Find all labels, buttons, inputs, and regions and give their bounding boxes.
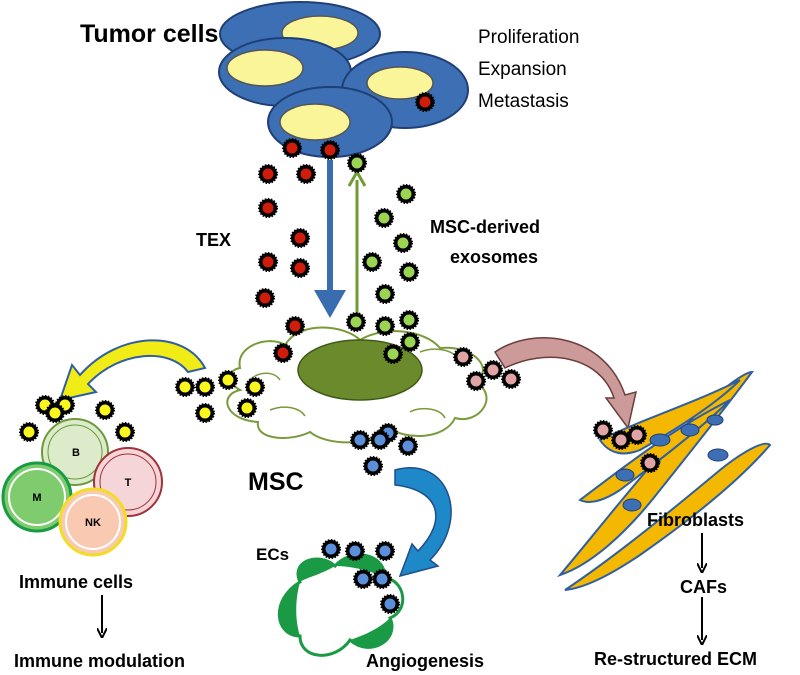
fibroblast-exosome [597, 424, 609, 436]
immune-exosome [199, 381, 211, 393]
tex-exosome [277, 347, 289, 359]
fibroblast-exosome [631, 429, 643, 441]
immune-label-m: M [32, 492, 41, 504]
ec-exosome [374, 434, 386, 446]
immune-cell-nk [58, 487, 128, 557]
tex-exosome [259, 292, 271, 304]
immune-cell-b [41, 418, 109, 486]
msc-exosome-arrow [347, 168, 367, 325]
immune-exosome [179, 381, 191, 393]
ec-exosome [325, 543, 337, 555]
angiogenesis-curved-arrow [394, 467, 452, 578]
msc-nucleus [297, 339, 423, 401]
immune-exosome [99, 404, 111, 416]
msc-exosome [366, 256, 378, 268]
restructured-ecm-label: Re-structured ECM [594, 649, 757, 669]
tex-label: TEX [196, 230, 231, 250]
msc-exosome [350, 316, 362, 328]
ec-exosome [349, 545, 361, 557]
fibroblast-exosome [470, 375, 482, 387]
ecs-label: ECs [256, 545, 289, 564]
fibroblast-exosome [487, 364, 499, 376]
ec-exosome [379, 545, 391, 557]
immune-cells-group: B T M NK [1, 418, 163, 557]
msc-exosome [404, 336, 416, 348]
fibroblasts-group [556, 370, 772, 591]
msc-exosome [403, 266, 415, 278]
msc-exosome [378, 212, 390, 224]
ec-exosome [376, 573, 388, 585]
tumor-cell-nucleus [226, 49, 304, 87]
msc-exosome [397, 237, 409, 249]
msc-exosome [400, 188, 412, 200]
tumor-cell-nucleus [279, 103, 351, 141]
immune-exosome [241, 402, 253, 414]
tex-exosome [262, 202, 274, 214]
msc-label: MSC [248, 468, 304, 496]
msc-exosome [379, 288, 391, 300]
fibroblast-exosome [457, 351, 469, 363]
tex-exosome [294, 262, 306, 274]
immune-exosome [23, 426, 35, 438]
cafs-label: CAFs [680, 577, 727, 597]
immune-label-nk: NK [85, 517, 101, 529]
msc-exosome [387, 348, 399, 360]
immune-label-b: B [72, 447, 80, 459]
proliferation-label: Proliferation [478, 27, 579, 48]
msc-exosome [379, 320, 391, 332]
tex-arrow [314, 160, 346, 318]
msc-exosome [351, 157, 363, 169]
immune-cells-label: Immune cells [19, 572, 133, 592]
tex-exosome [324, 144, 336, 156]
ec-exosome [367, 460, 379, 472]
fibroblast-exosome [644, 457, 656, 469]
tex-exosome [289, 320, 301, 332]
tumor-cell-nucleus [366, 66, 434, 100]
tex-exosome [419, 96, 431, 108]
fibroblasts-label: Fibroblasts [647, 510, 744, 530]
immune-exosome [49, 407, 61, 419]
tex-exosome [300, 168, 312, 180]
expansion-label: Expansion [478, 59, 567, 80]
fibroblast-cell [564, 442, 772, 591]
immune-label-t: T [125, 477, 132, 489]
msc-derived-label: MSC-derived [430, 217, 540, 237]
tex-exosome [286, 142, 298, 154]
fibroblast-exosome [615, 434, 627, 446]
msc-exosome [403, 314, 415, 326]
ec-exosome [354, 434, 366, 446]
metastasis-label: Metastasis [478, 91, 569, 112]
immune-exosome [199, 407, 211, 419]
immune-exosome [119, 426, 131, 438]
tex-exosome [262, 168, 274, 180]
exosomes-label: exosomes [450, 247, 538, 267]
fibroblast-exosome [505, 373, 517, 385]
tex-exosome [294, 232, 306, 244]
immune-exosome [222, 374, 234, 386]
tumor-cells-cluster [218, 1, 469, 158]
msc-cell [226, 326, 488, 444]
angiogenesis-label: Angiogenesis [366, 651, 484, 671]
ec-exosome [357, 573, 369, 585]
exosome-dots [19, 92, 660, 614]
immune-exosome [249, 381, 261, 393]
tex-exosome [262, 256, 274, 268]
tumor-cells-label: Tumor cells [80, 20, 218, 48]
ec-exosome [384, 598, 396, 610]
immune-modulation-label: Immune modulation [14, 651, 185, 671]
ec-exosome [402, 440, 414, 452]
